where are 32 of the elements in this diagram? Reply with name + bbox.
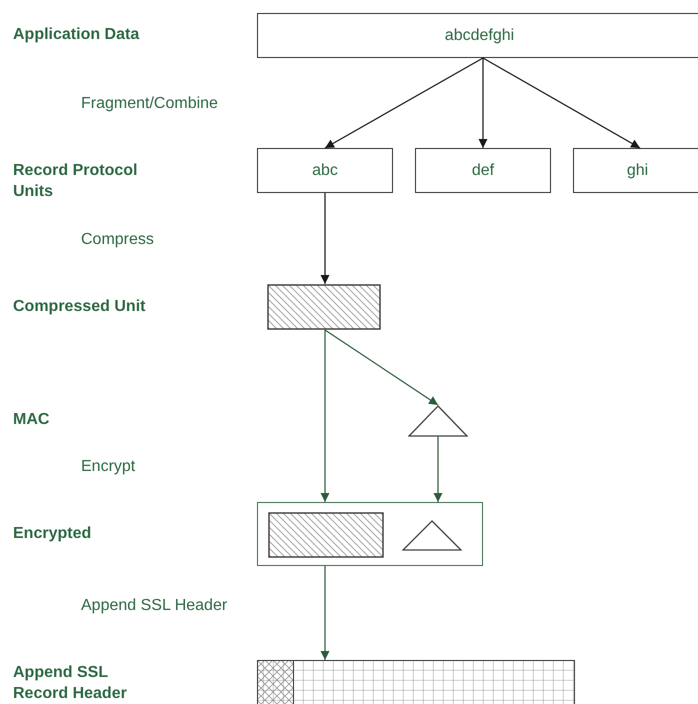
arrow (324, 57, 484, 149)
step-label: Compress (81, 230, 154, 250)
stage-label: Application Data (13, 25, 140, 45)
stage-label: Encrypted (13, 524, 92, 544)
hatched-box (268, 512, 384, 558)
step-label: Encrypt (81, 457, 136, 477)
arrow (434, 436, 442, 502)
arrow (478, 58, 488, 148)
triangle-shape (402, 520, 462, 551)
arrow (482, 57, 640, 149)
box-text: ghi (626, 160, 648, 180)
triangle-shape (408, 405, 468, 437)
step-label: Fragment/Combine (81, 94, 218, 114)
data-box (573, 148, 698, 193)
stage-label: Record Protocol Units (13, 161, 138, 202)
stage-label: MAC (13, 410, 50, 430)
data-box (257, 13, 698, 58)
arrow (320, 330, 330, 502)
box-text: abc (312, 160, 338, 180)
arrow (320, 566, 330, 660)
step-label: Append SSL Header (81, 596, 228, 616)
data-box (257, 148, 393, 193)
stage-label: Compressed Unit (13, 297, 146, 317)
box-text: def (472, 160, 494, 180)
stage-label: Append SSL Record Header (13, 663, 128, 704)
arrow (320, 193, 330, 284)
hatched-box (267, 284, 381, 330)
box-text: abcdefghi (444, 26, 514, 46)
arrow (324, 330, 438, 406)
record-header-bar (257, 660, 575, 704)
data-box (415, 148, 551, 193)
container-box (257, 502, 483, 566)
